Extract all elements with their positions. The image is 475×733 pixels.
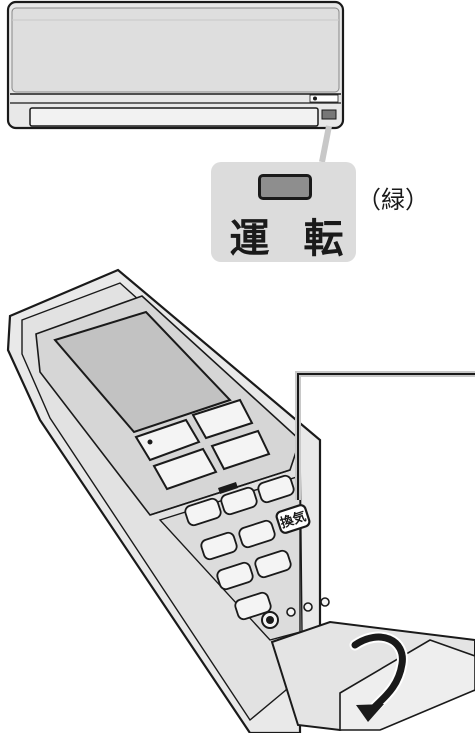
lamp-color-note: （緑） — [357, 186, 429, 214]
ventilation-key-label: 換気 — [278, 508, 308, 531]
remote-lower-buttons — [184, 474, 295, 621]
operation-label: 運 転 — [229, 216, 354, 262]
callout-line — [295, 371, 475, 500]
indoor-unit — [6, 0, 345, 130]
operation-lamp — [258, 174, 312, 200]
indicator-callout: 運 転 — [211, 162, 356, 262]
ventilation-key — [275, 504, 311, 534]
remote-controller: 換気 — [6, 268, 475, 733]
curved-arrow-icon — [349, 631, 408, 722]
remote-upper-buttons — [134, 398, 271, 491]
